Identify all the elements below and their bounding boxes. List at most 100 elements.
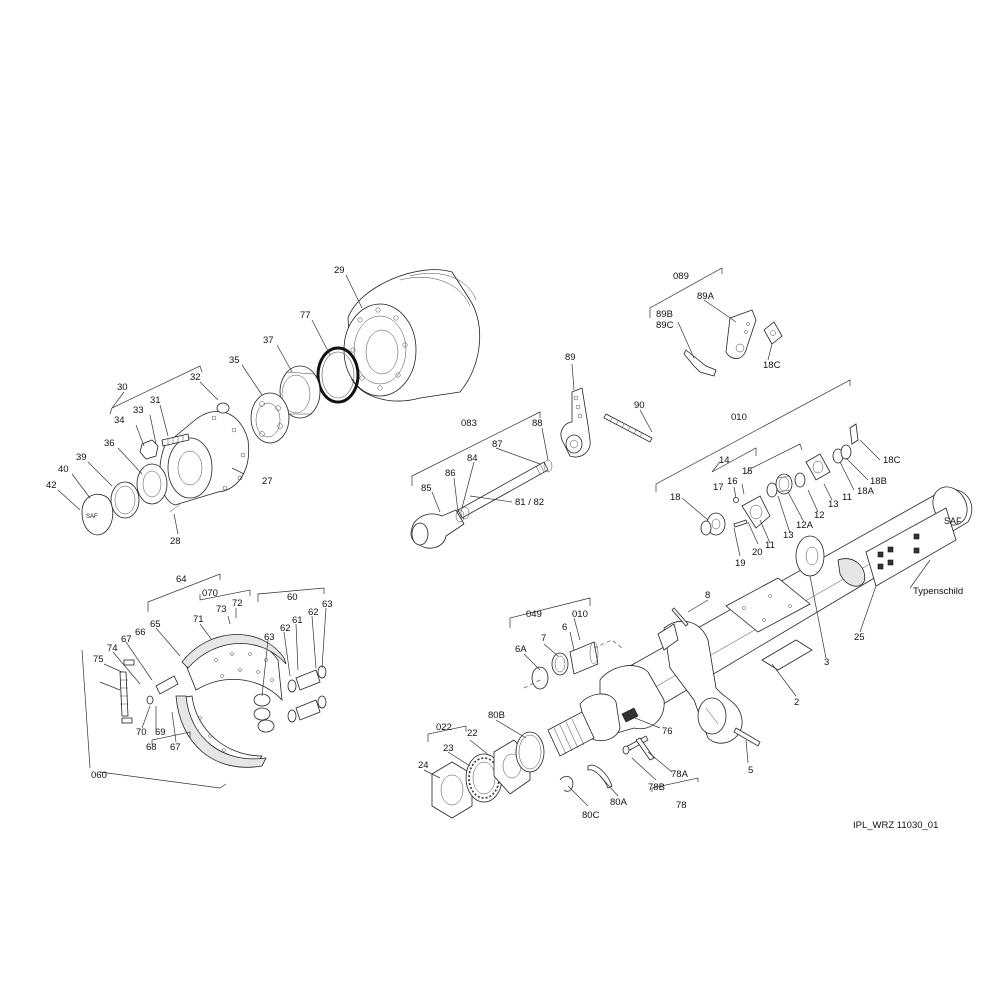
spring-pin-74 xyxy=(123,659,135,666)
callout-089: 089 xyxy=(673,271,689,282)
callout-33: 33 xyxy=(133,405,144,416)
bearing-inner xyxy=(250,392,290,444)
callout-060: 060 xyxy=(91,770,107,781)
callout-90: 90 xyxy=(634,400,645,411)
camshaft-bracket xyxy=(741,495,771,529)
callout-64: 64 xyxy=(176,574,187,585)
wheel-stud xyxy=(161,433,190,447)
camshaft xyxy=(410,459,553,549)
callout-18a: 18A xyxy=(857,486,875,497)
callout-76: 76 xyxy=(662,726,673,737)
callout-61: 61 xyxy=(292,615,303,626)
bolt-19 xyxy=(733,519,748,528)
bushing-6 xyxy=(569,641,599,675)
hub xyxy=(159,411,250,506)
callout-78a: 78A xyxy=(671,769,689,780)
callout-71: 71 xyxy=(193,614,204,625)
callout-40: 40 xyxy=(58,464,69,475)
callout-67-lower: 67 xyxy=(170,742,181,753)
bracket-18c xyxy=(763,321,783,345)
brake-drum xyxy=(343,269,481,402)
callout-74: 74 xyxy=(107,643,118,654)
callout-12a: 12A xyxy=(796,520,814,531)
adjuster-link xyxy=(683,349,717,377)
callout-78: 78 xyxy=(676,800,687,811)
retaining-ring-80b xyxy=(515,731,545,773)
sensor-78 xyxy=(622,735,655,761)
callout-083: 083 xyxy=(461,418,477,429)
return-spring xyxy=(119,671,129,717)
callout-19: 19 xyxy=(735,558,746,569)
callout-15: 15 xyxy=(742,466,753,477)
callout-14: 14 xyxy=(719,455,730,466)
callout-17: 17 xyxy=(713,482,724,493)
roller-lower xyxy=(287,695,327,723)
callout-78b: 78B xyxy=(648,782,665,793)
callout-63-right: 63 xyxy=(322,599,333,610)
callout-18c-right: 18C xyxy=(883,455,901,466)
callout-80c: 80C xyxy=(582,810,600,821)
callout-7: 7 xyxy=(541,633,546,644)
callout-63-left: 63 xyxy=(264,632,275,643)
drawing-id: IPL_WRZ 11030_01 xyxy=(853,820,938,831)
slack-adjuster xyxy=(560,387,591,458)
gasket-39 xyxy=(110,481,140,519)
o-ring-7 xyxy=(551,652,569,676)
callout-89b: 89B xyxy=(656,309,673,320)
callout-28: 28 xyxy=(170,536,181,547)
callout-12: 12 xyxy=(814,510,825,521)
adjuster-body xyxy=(725,309,757,359)
axle-stub xyxy=(547,665,665,757)
callout-022: 022 xyxy=(436,722,452,733)
callout-72: 72 xyxy=(232,598,243,609)
brake-spider xyxy=(657,620,743,744)
callout-66: 66 xyxy=(135,627,146,638)
bolt-5 xyxy=(733,727,761,747)
callout-42: 42 xyxy=(46,480,57,491)
callout-11-lower: 11 xyxy=(765,540,775,551)
callout-27: 27 xyxy=(262,476,273,487)
callout-36: 36 xyxy=(104,438,115,449)
shim-plate xyxy=(761,639,813,671)
callout-89a: 89A xyxy=(697,291,715,302)
spring-seat xyxy=(725,577,811,633)
callout-20: 20 xyxy=(752,547,763,558)
callout-2: 2 xyxy=(794,697,799,708)
callout-11-upper: 11 xyxy=(842,492,852,503)
callout-80b: 80B xyxy=(488,710,505,721)
callout-30: 30 xyxy=(117,382,128,393)
callout-34: 34 xyxy=(114,415,125,426)
callout-87: 87 xyxy=(492,439,503,450)
brake-shoe-lower xyxy=(175,695,267,768)
washer-13 xyxy=(766,482,778,498)
callout-39: 39 xyxy=(76,452,87,463)
callout-60: 60 xyxy=(287,592,298,603)
grease-nipple xyxy=(849,423,859,445)
callout-6: 6 xyxy=(562,622,567,633)
callout-13-lower: 13 xyxy=(783,530,794,541)
nut-17 xyxy=(733,497,739,503)
callout-24: 24 xyxy=(418,760,429,771)
callout-35: 35 xyxy=(229,355,240,366)
leader-lines xyxy=(57,267,931,807)
bearing-36 xyxy=(136,463,168,505)
callout-29: 29 xyxy=(334,265,345,276)
callout-86: 86 xyxy=(445,468,456,479)
brake-shoe-upper xyxy=(181,634,287,702)
callout-69: 69 xyxy=(155,727,166,738)
callout-80a: 80A xyxy=(610,797,628,808)
axle-nut xyxy=(431,761,473,819)
callout-70: 70 xyxy=(136,727,147,738)
callout-84: 84 xyxy=(467,453,478,464)
callout-37: 37 xyxy=(263,335,274,346)
callout-23: 23 xyxy=(443,743,454,754)
callout-16: 16 xyxy=(727,476,738,487)
washer-18-inner xyxy=(700,520,712,536)
callout-labels: 29 77 37 35 30 32 31 33 34 36 39 40 42 2… xyxy=(46,265,963,831)
wheel-nut xyxy=(139,439,159,460)
seal-plate xyxy=(805,453,831,481)
callout-67-upper: 67 xyxy=(121,634,132,645)
key-76 xyxy=(621,707,639,723)
small-nut xyxy=(216,402,230,414)
callout-22: 22 xyxy=(467,728,478,739)
